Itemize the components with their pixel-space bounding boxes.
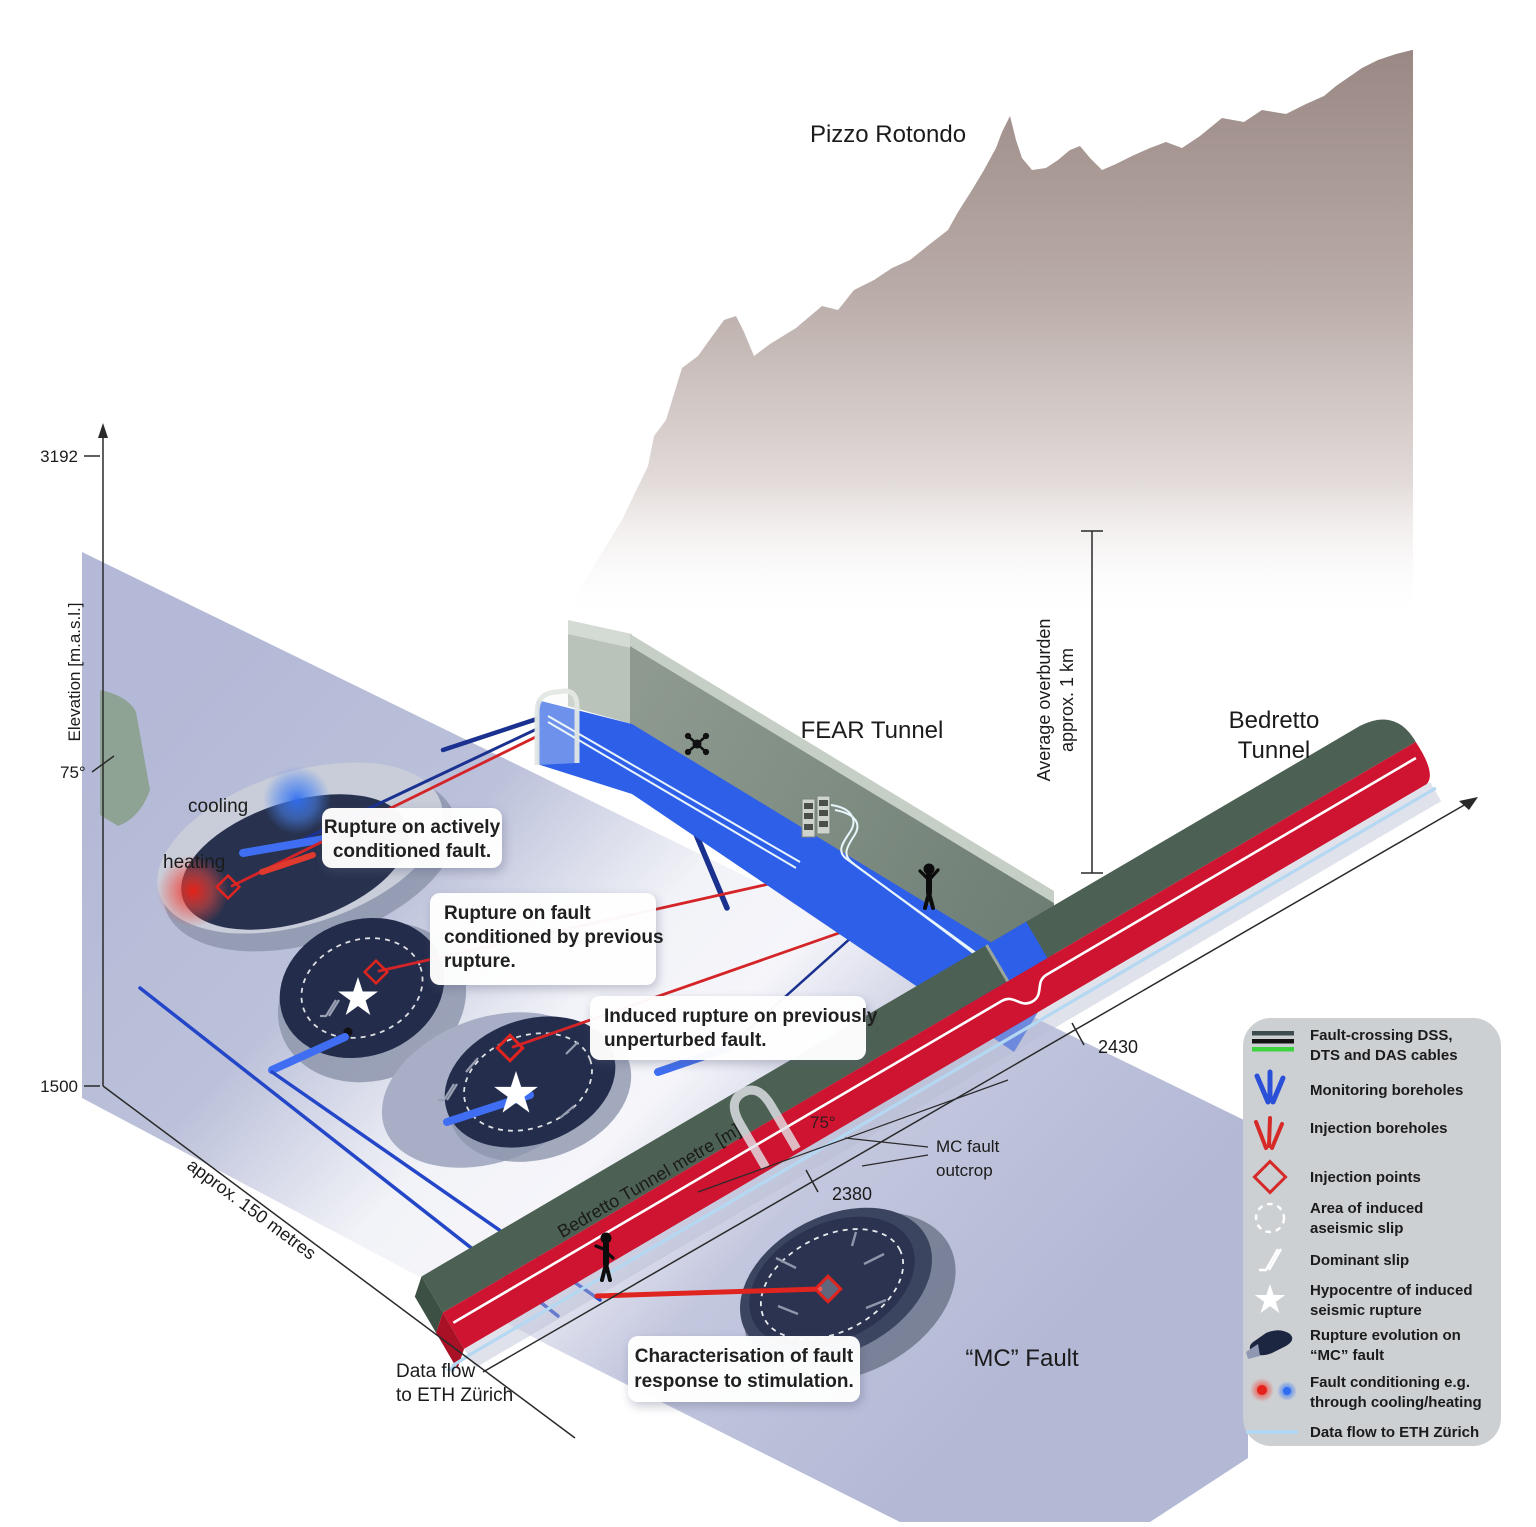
legend-item-label: “MC” fault <box>1310 1347 1384 1364</box>
fault-dip-wedge <box>100 690 150 826</box>
dominant-slip-icon <box>1259 1248 1283 1272</box>
aseismic-slip-area <box>300 937 424 1039</box>
dominant-slip-icon <box>438 1083 458 1102</box>
mountain-title: Pizzo Rotondo <box>810 121 966 148</box>
legend-item-label: Injection points <box>1310 1169 1421 1186</box>
callout-previous: Rupture on fault conditioned by previous… <box>430 893 664 985</box>
callout-characterisation-line2: response to stimulation. <box>634 1371 854 1392</box>
overburden-label-line1: Average overburden <box>1034 619 1054 782</box>
callout-active: Rupture on actively conditioned fault. <box>322 808 502 868</box>
injection-points <box>214 873 525 1063</box>
callout-active-line2: conditioned fault. <box>333 841 491 862</box>
callout-characterisation-line1: Characterisation of fault <box>635 1346 854 1367</box>
metre-tick-2380: 2380 <box>832 1184 872 1204</box>
overburden-measure: Average overburden approx. 1 km <box>1034 530 1103 874</box>
legend-item-label: Injection boreholes <box>1310 1120 1448 1137</box>
strain-ticks <box>775 1231 887 1316</box>
fear-tunnel-floor <box>537 700 1056 1052</box>
legend-item-label: Rupture evolution on <box>1310 1327 1461 1344</box>
fear-tunnel-label: FEAR Tunnel <box>801 717 944 744</box>
injection-points-icon <box>1252 1159 1288 1195</box>
elevation-tick-top: 3192 <box>40 447 78 466</box>
bedretto-label-line1: Bedretto <box>1229 707 1320 734</box>
legend-item-label: DTS and DAS cables <box>1310 1047 1458 1064</box>
drone-icon <box>684 732 710 756</box>
legend-item-label: Data flow to ETH Zürich <box>1310 1424 1479 1441</box>
instrument-racks <box>801 795 831 838</box>
heating-label: heating <box>163 852 225 873</box>
dss-dts-das-cables-icon <box>1252 1031 1294 1052</box>
callout-unperturbed: Induced rupture on previously unperturbe… <box>590 996 878 1060</box>
callout-unperturbed-line1: Induced rupture on previously <box>604 1006 878 1027</box>
tunnel-dip-label: 75° <box>810 1113 836 1132</box>
aseismic-slip-icon <box>1254 1202 1286 1234</box>
cooling-glow <box>263 766 331 834</box>
legend-panel: Fault-crossing DSS, DTS and DAS cables M… <box>1243 1018 1501 1446</box>
legend-item-label: aseismic slip <box>1310 1220 1403 1237</box>
legend-item-label: Hypocentre of induced <box>1310 1282 1473 1299</box>
hypocentre-star-icon <box>494 1071 538 1113</box>
dominant-slip-icon <box>320 999 340 1018</box>
person-icon <box>594 1232 615 1282</box>
junction-opening <box>986 921 1048 982</box>
data-flow-label-line2: to ETH Zürich <box>396 1385 513 1406</box>
heating-glow <box>157 855 229 927</box>
legend-item-label: Fault conditioning e.g. <box>1310 1374 1470 1391</box>
legend-item-label: through cooling/heating <box>1310 1394 1482 1411</box>
mountain-silhouette <box>462 50 1413 720</box>
floor-cables <box>547 715 1045 1009</box>
fault-conditioning-icon <box>1250 1378 1297 1402</box>
data-flow-label-line1: Data flow <box>396 1361 475 1382</box>
elevation-axis-label: Elevation [m.a.s.l.] <box>65 603 84 742</box>
bedretto-label-line2: Tunnel <box>1238 737 1311 764</box>
overburden-label-line2: approx. 1 km <box>1057 648 1077 752</box>
fear-portal-arch <box>534 688 580 765</box>
dip-angle-label: 75° <box>60 763 86 782</box>
monitoring-boreholes-icon <box>1254 1069 1286 1105</box>
rupture-evolution-icon <box>1246 1330 1293 1359</box>
hypocentre-star-icon <box>338 977 378 1015</box>
data-flow-arrow <box>446 1354 469 1372</box>
legend-item-label: Monitoring boreholes <box>1310 1082 1463 1099</box>
outcrop-label-line1: MC fault <box>936 1137 1000 1156</box>
rupture-patch-unperturbed <box>381 1012 632 1168</box>
callout-unperturbed-line2: unperturbed fault. <box>604 1030 767 1051</box>
callout-previous-line3: rupture. <box>444 951 516 972</box>
tunnel-cable-line <box>452 756 1417 1324</box>
injection-borehole <box>594 1286 823 1299</box>
injection-boreholes-icon <box>1254 1116 1284 1150</box>
metre-tick-2430: 2430 <box>1098 1037 1138 1057</box>
aseismic-slip-area <box>759 1228 905 1340</box>
bedretto-tunnel <box>414 719 1442 1370</box>
aseismic-slip-area <box>463 1032 593 1132</box>
legend-item-label: Area of induced <box>1310 1200 1423 1217</box>
elevation-axis: 3192 1500 75° Elevation [m.a.s.l.] <box>40 423 115 1096</box>
fear-tunnel <box>534 620 1056 1052</box>
outcrop-label-line2: outcrop <box>936 1161 993 1180</box>
callout-previous-line1: Rupture on fault <box>444 903 591 924</box>
outcrop-annotation: MC fault outcrop 75° <box>697 1079 1009 1193</box>
bedretto-green-band <box>421 719 1416 1313</box>
data-flow-line <box>467 786 1437 1358</box>
mc-fault-label: “MC” Fault <box>965 1345 1079 1372</box>
mc-outcrop-arch <box>729 1085 801 1170</box>
strain-ticks <box>465 1041 579 1119</box>
elevation-tick-bottom: 1500 <box>40 1077 78 1096</box>
person-icon <box>918 863 940 910</box>
legend-item-label: seismic rupture <box>1310 1302 1422 1319</box>
callout-active-line1: Rupture on actively <box>324 817 501 838</box>
legend-item-label: Fault-crossing DSS, <box>1310 1027 1453 1044</box>
callout-characterisation: Characterisation of fault response to st… <box>628 1336 860 1402</box>
callout-previous-line2: conditioned by previous <box>444 927 664 948</box>
cooling-label: cooling <box>188 796 248 817</box>
hypocentre-star-icon <box>1254 1284 1286 1313</box>
injection-point <box>813 1274 843 1304</box>
legend-item-label: Dominant slip <box>1310 1252 1409 1269</box>
